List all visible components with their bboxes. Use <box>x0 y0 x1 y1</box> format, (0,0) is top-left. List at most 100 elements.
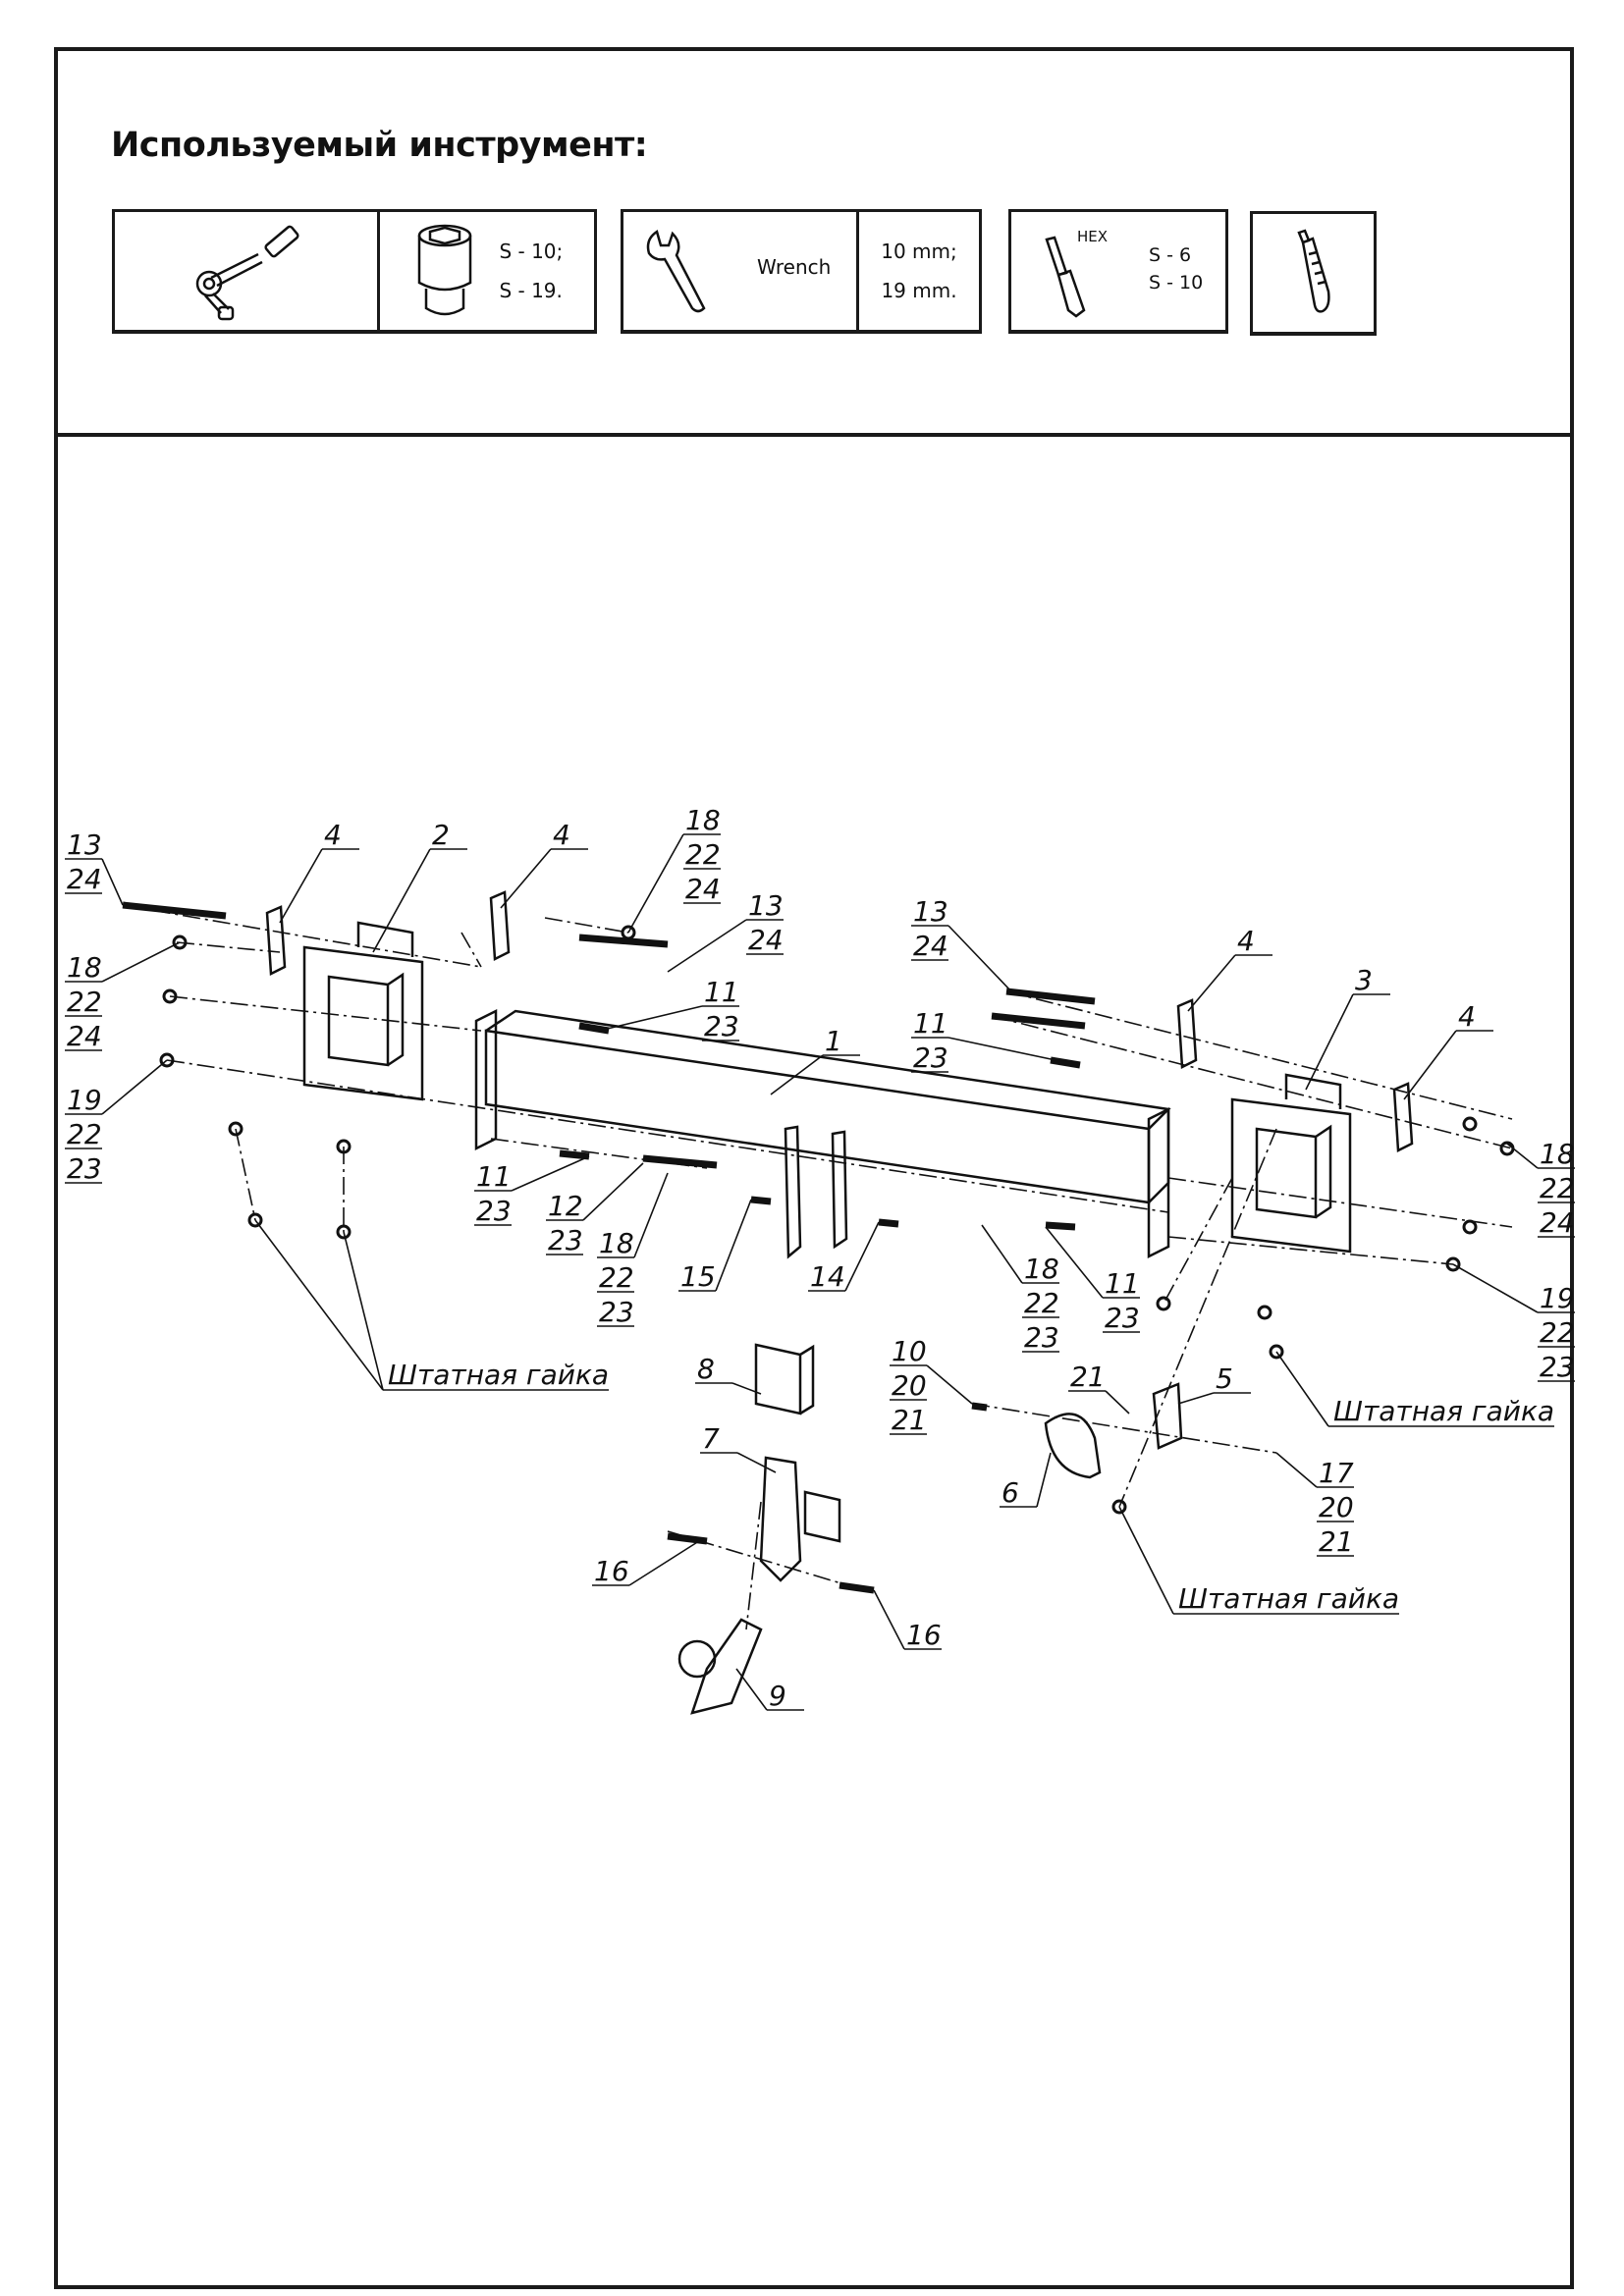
callout-number: 22 <box>67 986 102 1018</box>
callout-number: 16 <box>594 1555 629 1587</box>
callout-number: 11 <box>913 1007 948 1040</box>
callout-number: 18 <box>1024 1253 1059 1285</box>
leader-line <box>981 1224 1023 1284</box>
leader-line <box>735 1668 768 1711</box>
nut <box>1111 1499 1127 1515</box>
hex-badge: HEX <box>1077 228 1109 245</box>
leader-line <box>770 1054 824 1095</box>
leader-line <box>500 848 552 909</box>
wrench-sizes: 10 mm; 19 mm. <box>856 212 979 330</box>
assembly-axis <box>166 1059 1169 1213</box>
stock-nut-label: Штатная гайка <box>1333 1395 1554 1427</box>
leader-line <box>254 1219 384 1391</box>
tow-ball-neck <box>690 1618 763 1715</box>
callout-number: 22 <box>1540 1172 1575 1204</box>
socket-plate <box>1044 1413 1102 1479</box>
leader-line <box>1506 1143 1539 1169</box>
assembly-axis <box>176 941 281 953</box>
wrench-size: 19 mm. <box>881 279 957 302</box>
side-bracket-plate <box>302 945 424 1101</box>
leader-line <box>667 919 747 973</box>
leader-line <box>511 1155 590 1192</box>
callout-number: 20 <box>892 1369 927 1402</box>
socket-box <box>754 1343 815 1415</box>
callout-number: 19 <box>67 1084 102 1116</box>
part-callout: 16 <box>904 1619 942 1651</box>
bolt <box>122 901 227 920</box>
leader-line <box>101 858 124 906</box>
side-bracket-top <box>356 921 414 957</box>
callout-number: 23 <box>1540 1351 1575 1383</box>
nut <box>1257 1305 1272 1320</box>
tool-knife <box>1250 211 1377 336</box>
callout-number: 4 <box>1458 1000 1476 1033</box>
callout-number: 11 <box>1105 1267 1140 1300</box>
side-bracket-tube <box>1255 1124 1332 1219</box>
tool-wrench: Wrench 10 mm; 19 mm. <box>621 209 982 334</box>
part-callout: 14 <box>808 1260 845 1293</box>
nut <box>336 1224 352 1240</box>
callout-number: 24 <box>67 863 102 895</box>
callout-number: 10 <box>892 1335 927 1367</box>
part-callout: 6 <box>1000 1476 1037 1509</box>
callout-number: 5 <box>1216 1362 1233 1395</box>
leader-line <box>1045 1226 1104 1299</box>
callout-number: 23 <box>1024 1321 1059 1354</box>
leader-line <box>1187 954 1236 1012</box>
nut <box>247 1212 263 1228</box>
stock-nut-label: Штатная гайка <box>388 1359 609 1391</box>
leader-line <box>873 1589 905 1650</box>
nut <box>621 925 636 940</box>
callout-number: 21 <box>892 1404 927 1436</box>
callout-number: 11 <box>704 976 739 1008</box>
part-callout: 16 <box>592 1555 629 1587</box>
leader-line <box>1105 1390 1130 1415</box>
socket-head-icon <box>418 224 472 316</box>
leader-line <box>926 1364 973 1405</box>
stock-nut-callout: Штатная гайка <box>1328 1395 1554 1427</box>
page-title: Используемый инструмент: <box>111 126 648 165</box>
callout-number: 15 <box>680 1260 716 1293</box>
bolt <box>642 1154 718 1169</box>
hex-size: S - 10 <box>1149 272 1204 294</box>
callout-number: 16 <box>906 1619 942 1651</box>
socket-size: S - 10; <box>499 240 564 263</box>
leader-line <box>1177 1392 1215 1405</box>
leader-line <box>101 1059 168 1115</box>
assembly-axis <box>1167 1177 1513 1228</box>
part-callout: 4 <box>1235 925 1272 957</box>
assembly-axis <box>460 932 482 968</box>
tool-hex-bit: HEX S - 6 S - 10 <box>1008 209 1228 334</box>
callout-number: 23 <box>599 1296 634 1328</box>
callout-number: 24 <box>748 924 784 956</box>
callout-number: 2 <box>432 819 450 851</box>
open-end-wrench-icon <box>646 230 706 313</box>
callout-number: 23 <box>476 1195 512 1227</box>
callout-number: 4 <box>1237 925 1255 957</box>
part-callout: 21 <box>1068 1361 1106 1393</box>
assembly-axis <box>1005 990 1513 1120</box>
socket-size: S - 19. <box>499 279 563 302</box>
callout-number: 18 <box>1540 1138 1575 1170</box>
part-callout: 8 <box>695 1353 732 1385</box>
callout-number: 22 <box>67 1118 102 1150</box>
callout-number: 22 <box>1024 1287 1059 1319</box>
tool-ratchet-socket: S - 10; S - 19. <box>112 209 597 334</box>
leader-line <box>715 1199 752 1292</box>
part-callout: 7 <box>700 1422 737 1455</box>
hex-size: S - 6 <box>1149 244 1192 266</box>
callout-number: 3 <box>1355 964 1373 996</box>
callout-number: 19 <box>1540 1282 1575 1314</box>
wrench-cell: Wrench <box>623 212 856 330</box>
assembly-axis <box>544 917 629 934</box>
callout-number: 23 <box>1105 1302 1140 1334</box>
bolt <box>878 1218 899 1228</box>
callout-number: 8 <box>697 1353 715 1385</box>
callout-number: 23 <box>704 1010 739 1042</box>
